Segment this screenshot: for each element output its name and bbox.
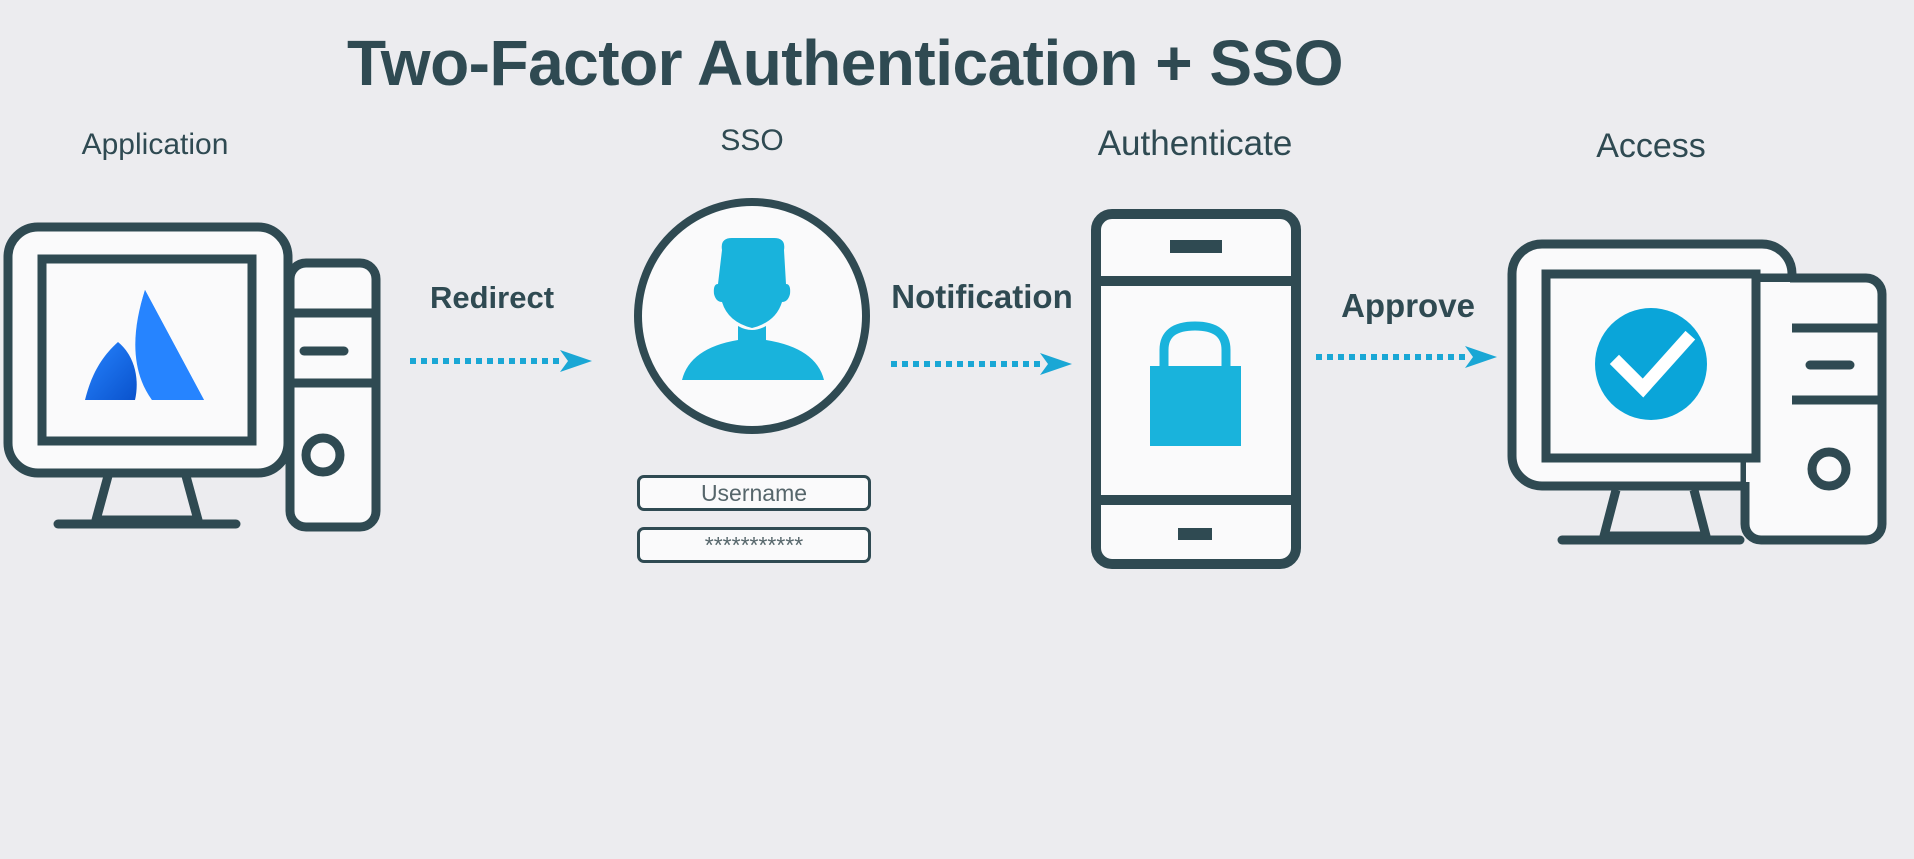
atlassian-logo-icon: [85, 290, 204, 400]
edge-label-approve: Approve: [1341, 287, 1475, 324]
access-computer-icon: [1507, 239, 1887, 545]
username-field[interactable]: Username: [637, 475, 871, 511]
diagram-title: Two-Factor Authentication + SSO: [346, 27, 1344, 99]
phone-lock-icon: [1091, 209, 1301, 569]
user-profile-icon: [634, 198, 870, 434]
application-computer-icon: [3, 222, 381, 532]
stage-label-application: Application: [81, 128, 229, 161]
arrow-notification: [891, 353, 1072, 375]
stage-label-access: Access: [1596, 127, 1706, 165]
arrow-approve: [1316, 346, 1497, 368]
arrow-redirect: [410, 350, 592, 372]
edge-label-redirect: Redirect: [429, 280, 555, 315]
edge-label-notification: Notification: [891, 278, 1073, 315]
check-circle-icon: [1595, 308, 1707, 420]
password-field[interactable]: ***********: [637, 527, 871, 563]
stage-label-sso: SSO: [720, 124, 784, 157]
stage-label-authenticate: Authenticate: [1097, 124, 1293, 163]
